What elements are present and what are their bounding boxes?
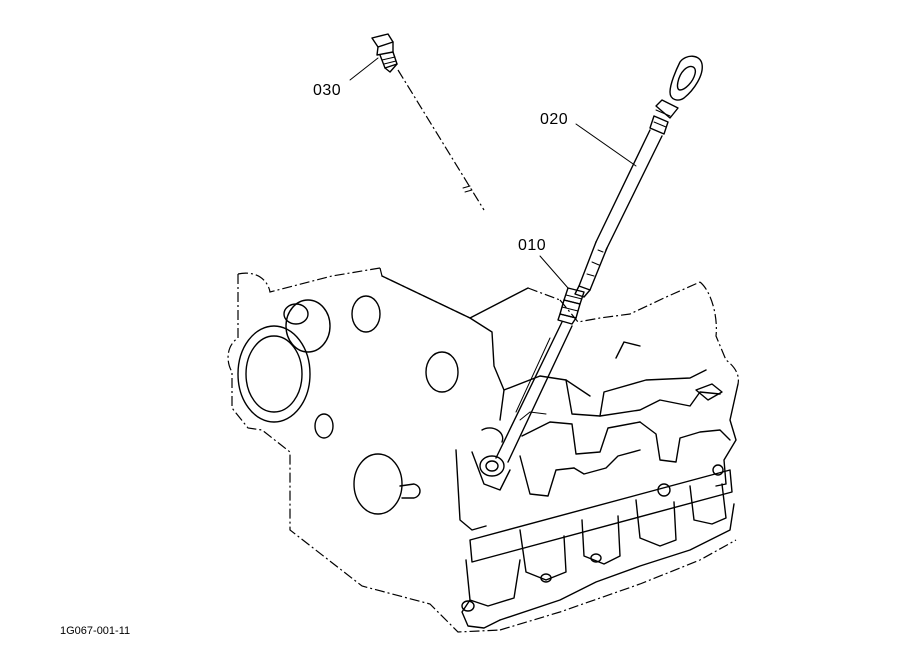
part-030-plug[interactable] (371, 33, 485, 211)
part-020-dipstick[interactable] (574, 55, 703, 298)
callout-010: 010 (518, 237, 546, 254)
leader-030 (349, 57, 379, 81)
drawing-reference: 1G067-001-11 (60, 625, 130, 637)
part-010-guide[interactable] (495, 287, 585, 463)
engine-block (227, 267, 739, 633)
callout-030: 030 (313, 82, 341, 99)
leader-010 (539, 255, 569, 289)
leader-020 (575, 123, 637, 167)
callout-020: 020 (540, 111, 568, 128)
